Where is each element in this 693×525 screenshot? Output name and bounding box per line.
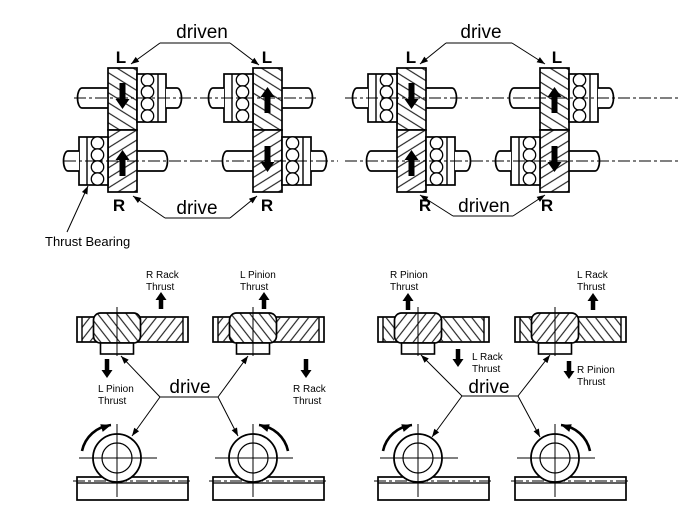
- thrust-arrow-up: [260, 87, 275, 113]
- thrust-arrow-down: [547, 146, 562, 172]
- gear-hand-label: L: [406, 48, 416, 67]
- gear-hand-label: R: [541, 196, 553, 215]
- gear-hand-label: L: [262, 48, 272, 67]
- rack-pinion-diagram-2: [209, 307, 327, 501]
- thrust-arrow-up: [155, 292, 167, 309]
- rotation-arrow-clockwise: [381, 423, 413, 452]
- centerlines: [64, 97, 680, 162]
- thrust-label: Thrust: [98, 396, 127, 407]
- gear-assembly-2: [207, 67, 328, 193]
- label-driven-right: driven: [458, 196, 510, 217]
- thrust-label: L Pinion: [240, 270, 276, 281]
- thrust-label: Thrust: [577, 377, 606, 388]
- thrust-arrow-down: [452, 349, 464, 367]
- thrust-arrow-up: [547, 87, 562, 113]
- label-drive-hex-right: drive: [468, 377, 509, 398]
- thrust-label: R Rack: [146, 270, 180, 281]
- rotation-arrow-counterclockwise: [560, 423, 592, 452]
- gear-hand-label: L: [116, 48, 126, 67]
- thrust-arrow-down: [101, 359, 113, 378]
- rack-pinion-diagram-4: [511, 307, 629, 501]
- thrust-label: R Pinion: [390, 270, 428, 281]
- label-drive-hex-left: drive: [169, 377, 210, 398]
- thrust-arrow-up: [115, 150, 130, 176]
- thrust-label: Thrust: [240, 282, 269, 293]
- gear-assembly-4: [494, 67, 615, 193]
- thrust-arrow-down: [563, 361, 575, 379]
- label-drive-right: drive: [460, 22, 501, 43]
- thrust-arrow-up: [404, 150, 419, 176]
- thrust-arrow-down: [260, 146, 275, 172]
- gear-hand-label: R: [419, 196, 431, 215]
- thrust-label: L Rack: [472, 352, 504, 363]
- thrust-label: R Pinion: [577, 365, 615, 376]
- thrust-arrow-down: [404, 83, 419, 109]
- rack-pinion-diagram-3: [374, 307, 492, 501]
- rotation-arrow-counterclockwise: [258, 423, 290, 452]
- rotation-arrow-clockwise: [80, 423, 112, 452]
- thrust-arrow-down: [115, 83, 130, 109]
- thrust-label: Thrust: [146, 282, 175, 293]
- thrust-label: R Rack: [293, 384, 327, 395]
- label-driven-left: driven: [176, 22, 228, 43]
- thrust-label: Thrust: [390, 282, 419, 293]
- thrust-bearing-label: Thrust Bearing: [45, 234, 130, 249]
- thrust-arrow-up: [258, 292, 270, 309]
- gear-hand-label: R: [261, 196, 273, 215]
- thrust-label: Thrust: [293, 396, 322, 407]
- gear-hand-label: R: [113, 196, 125, 215]
- thrust-arrow-up: [587, 293, 599, 310]
- thrust-label: L Rack: [577, 270, 609, 281]
- label-drive-left: drive: [176, 198, 217, 219]
- thrust-arrow-up: [402, 293, 414, 310]
- thrust-label: L Pinion: [98, 384, 134, 395]
- thrust-arrows: [101, 83, 599, 379]
- thrust-label: Thrust: [472, 364, 501, 375]
- thrust-arrow-down: [300, 359, 312, 378]
- thrust-label: Thrust: [577, 282, 606, 293]
- leader-lines: [66, 42, 551, 438]
- gear-hand-label: L: [552, 48, 562, 67]
- rack-pinion-diagram-1: [73, 307, 191, 501]
